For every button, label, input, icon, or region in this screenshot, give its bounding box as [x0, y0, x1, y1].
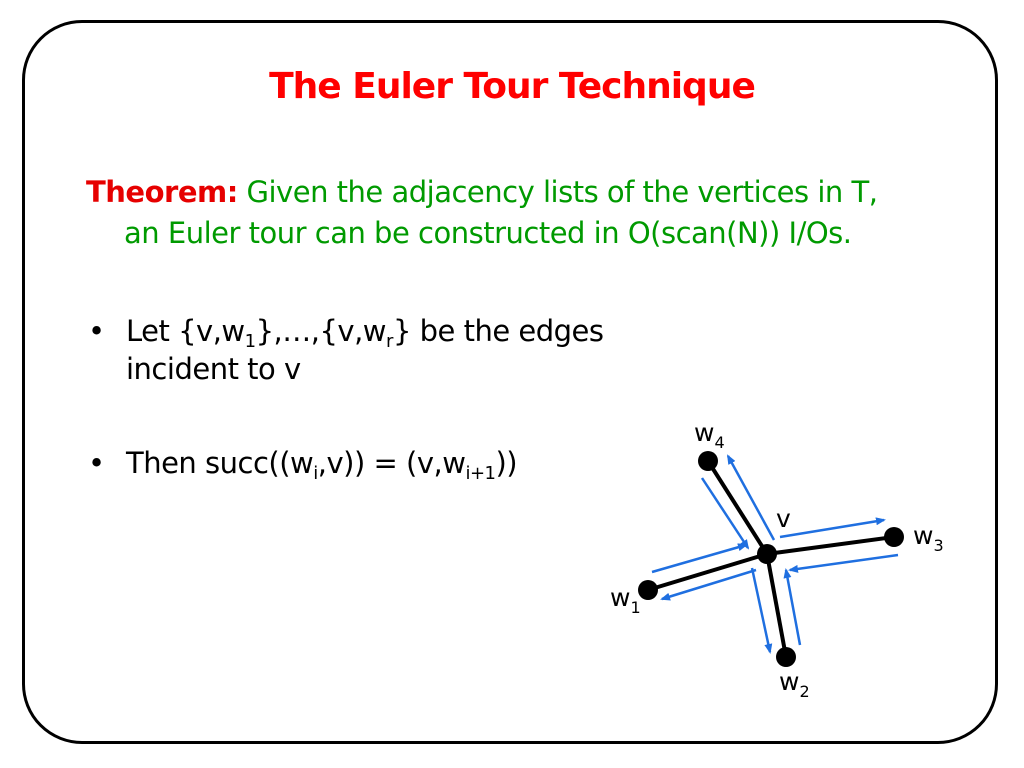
edge-v-w4 — [706, 459, 769, 556]
label-w3-sub: 3 — [933, 536, 943, 555]
label-w3: w3 — [913, 521, 944, 555]
arc-w2-to-v — [783, 568, 802, 646]
label-v: v — [776, 504, 791, 533]
label-w4-base: w — [694, 418, 714, 447]
bullet1-text-a: Let {v,w — [126, 314, 245, 348]
arc-w4-to-v — [700, 477, 750, 550]
slide-title: The Euler Tour Technique — [269, 66, 756, 107]
bullet1-line-2: incident to v — [126, 352, 301, 386]
label-w4: w4 — [694, 418, 725, 452]
arc-v-to-w4 — [726, 454, 776, 541]
bullet1-sub-r: r — [386, 331, 393, 352]
theorem-block: Theorem: Given the adjacency lists of th… — [86, 172, 966, 254]
label-w1-base: w — [610, 583, 630, 612]
label-w1-sub: 1 — [630, 598, 640, 617]
label-w2: w2 — [779, 667, 810, 701]
arc-w3-to-v — [788, 553, 899, 573]
arc-w1-to-v — [651, 543, 748, 574]
bullet2-text-c: )) — [495, 446, 518, 480]
bullet2-text-b: ,v)) = (v,w — [317, 446, 466, 480]
node-w3 — [884, 527, 904, 547]
bullet2-sub-i: i — [313, 463, 318, 484]
theorem-label: Theorem: — [86, 175, 238, 209]
node-w2 — [776, 647, 796, 667]
label-w2-base: w — [779, 667, 799, 696]
slide-frame — [22, 20, 998, 744]
edge-v-w3 — [766, 535, 895, 556]
label-w2-sub: 2 — [799, 682, 809, 701]
node-w4 — [698, 451, 718, 471]
bullet-item-edges: • Let {v,w1},…,{v,wr} be the edges incid… — [88, 312, 648, 388]
bullet-marker: • — [88, 314, 105, 348]
edge-v-w2 — [765, 553, 788, 658]
bullet2-text-a: Then succ((w — [126, 446, 314, 480]
label-w4-sub: 4 — [714, 433, 724, 452]
bullet1-sub-1: 1 — [244, 331, 256, 352]
bullet-marker: • — [88, 446, 105, 480]
theorem-line-1: Given the adjacency lists of the vertice… — [237, 175, 878, 209]
arc-v-to-w1 — [660, 568, 757, 601]
arc-v-to-w3 — [779, 517, 886, 539]
bullet-list: • Let {v,w1},…,{v,wr} be the edges incid… — [88, 312, 648, 484]
bullet1-text-c: } be the edges — [392, 314, 604, 348]
bullet2-sub-i1: i+1 — [465, 463, 496, 484]
label-w1: w1 — [610, 583, 641, 617]
arc-v-to-w2 — [750, 567, 773, 654]
node-w1 — [638, 580, 658, 600]
bullet1-text-b: },…,{v,w — [255, 314, 387, 348]
label-w3-base: w — [913, 521, 933, 550]
node-v — [757, 544, 777, 564]
edge-v-w1 — [647, 552, 768, 592]
bullet-item-succ: • Then succ((wi,v)) = (v,wi+1)) — [88, 444, 648, 484]
theorem-line-2: an Euler tour can be constructed in O(sc… — [124, 216, 852, 250]
